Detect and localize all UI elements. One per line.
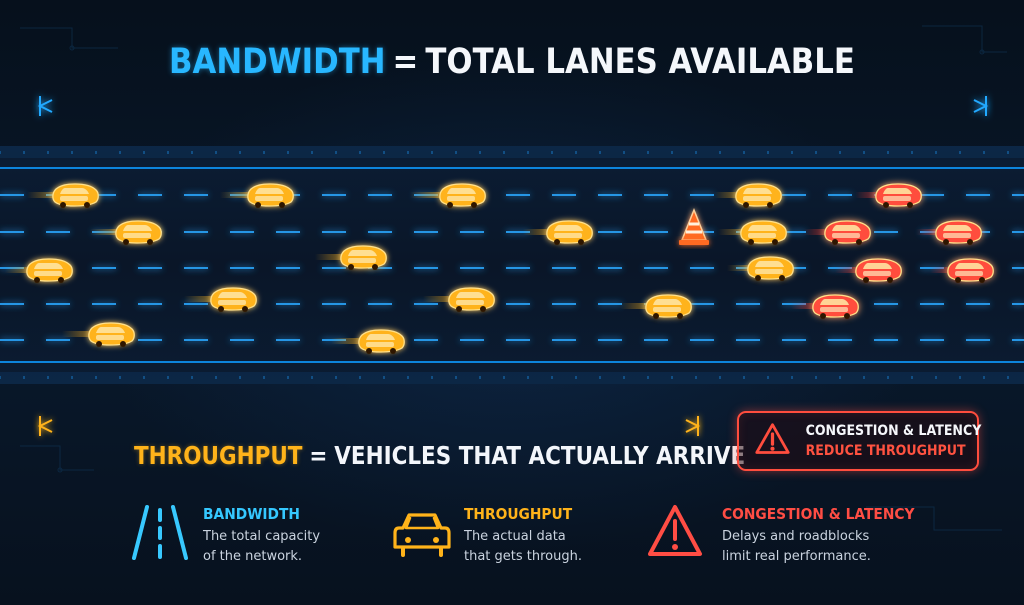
warning-triangle-icon	[755, 423, 790, 454]
congested-vehicle	[916, 220, 982, 246]
throughput-vehicle	[423, 287, 495, 313]
throughput-vehicle	[62, 322, 135, 348]
legend-bandwidth-line-1: The total capacity	[203, 529, 321, 544]
throughput-vehicle	[410, 183, 486, 209]
throughput-vehicle	[5, 258, 73, 284]
legend-congestion-title: CONGESTION & LATENCY	[722, 505, 915, 523]
throughput-span-line-group	[37, 416, 701, 436]
legend-throughput-line-1: The actual data	[464, 529, 566, 544]
congested-vehicle	[930, 258, 994, 284]
legend-bandwidth-title: BANDWIDTH	[203, 505, 300, 523]
throughput-title-equals: =	[309, 441, 328, 470]
top-guard-rail	[0, 146, 1024, 158]
lane-dividers	[0, 194, 1024, 341]
throughput-vehicle	[184, 287, 257, 313]
legend-bandwidth-line-2: of the network.	[203, 549, 303, 564]
bandwidth-span-arrows	[37, 99, 989, 113]
bandwidth-title-equals: =	[392, 42, 419, 82]
throughput-vehicle	[331, 329, 405, 355]
road-lanes-icon	[132, 505, 188, 560]
congestion-alert-callout: CONGESTION & LATENCY REDUCE THROUGHPUT	[737, 411, 982, 471]
legend-bandwidth: BANDWIDTH The total capacity of the netw…	[130, 500, 350, 575]
throughput-title-definition: VEHICLES THAT ACTUALLY ARRIVE	[334, 441, 746, 470]
congested-vehicle	[855, 183, 922, 209]
throughput-vehicle	[27, 183, 99, 209]
legend-throughput: THROUGHPUT The actual data that gets thr…	[392, 500, 622, 575]
vehicle-flow	[5, 183, 994, 355]
bandwidth-title-definition: TOTAL LANES AVAILABLE	[425, 42, 855, 82]
throughput-title-term: THROUGHPUT	[134, 441, 303, 470]
throughput-vehicle	[220, 183, 294, 209]
legend-congestion-latency: CONGESTION & LATENCY Delays and roadbloc…	[645, 500, 965, 575]
throughput-span-arrows	[37, 419, 701, 433]
car-icon	[393, 513, 451, 557]
legend-bandwidth-description: The total capacity of the network.	[203, 527, 408, 567]
congested-vehicle	[791, 294, 859, 320]
legend-congestion-line-2: limit real performance.	[722, 549, 871, 564]
bandwidth-definition-title: BANDWIDTH=TOTAL LANES AVAILABLE	[61, 34, 962, 90]
legend-throughput-line-2: that gets through.	[464, 549, 582, 564]
bottom-guard-rail	[0, 372, 1024, 384]
throughput-vehicle	[714, 183, 782, 209]
legend-congestion-line-1: Delays and roadblocks	[722, 529, 870, 544]
legend-congestion-description: Delays and roadblocks limit real perform…	[722, 527, 927, 567]
alert-warning-line: REDUCE THROUGHPUT	[805, 443, 966, 459]
throughput-vehicle	[718, 220, 787, 246]
warning-triangle-icon	[648, 505, 702, 556]
congested-vehicle	[835, 258, 902, 284]
throughput-definition-title: THROUGHPUT=VEHICLES THAT ACTUALLY ARRIVE	[134, 438, 745, 474]
guard-rail-ticks	[0, 151, 1009, 379]
throughput-vehicle	[620, 294, 692, 320]
legend-throughput-description: The actual data that gets through.	[464, 527, 669, 567]
highway-road-surface	[0, 146, 1024, 384]
legend-throughput-title: THROUGHPUT	[464, 505, 573, 523]
bandwidth-title-term: BANDWIDTH	[169, 42, 386, 82]
throughput-vehicle	[315, 245, 387, 271]
throughput-vehicle	[727, 256, 794, 282]
throughput-vehicle	[523, 220, 593, 246]
congested-vehicle	[804, 220, 871, 246]
throughput-vehicle	[90, 220, 162, 246]
traffic-cone-icon	[679, 207, 709, 245]
alert-title-line: CONGESTION & LATENCY	[805, 423, 982, 439]
